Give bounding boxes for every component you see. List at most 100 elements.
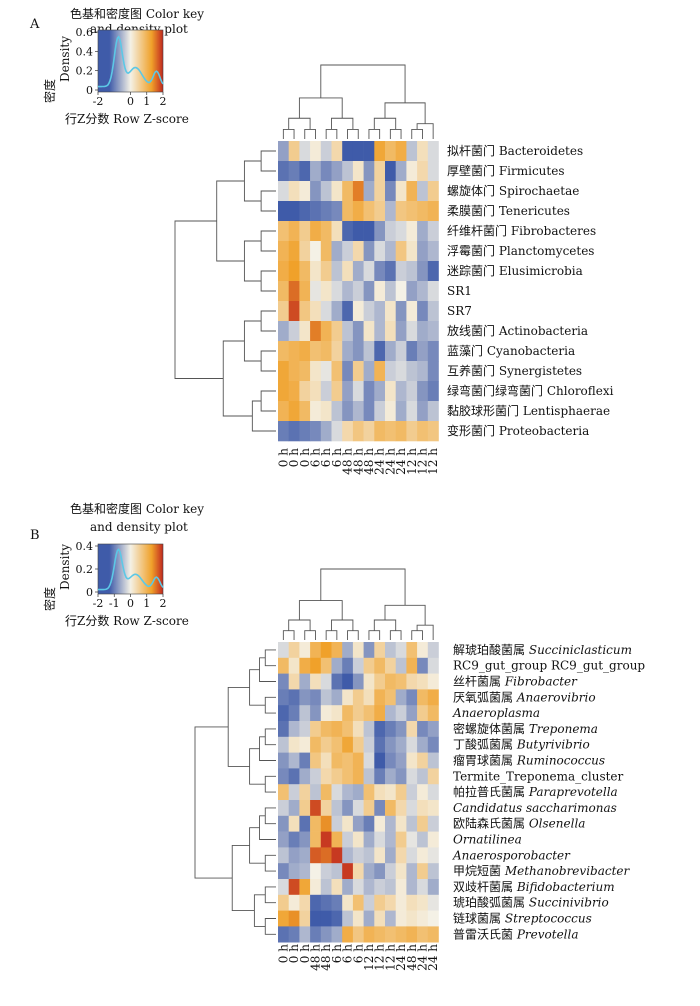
heatmap-cell [320, 181, 332, 202]
heatmap-cell [299, 926, 311, 943]
heatmap-cell [288, 241, 300, 262]
row-label: 丝杆菌属 Fibrobacter [453, 675, 578, 689]
heatmap-cell [417, 201, 429, 222]
row-label: 解琥珀酸菌属 Succiniclasticum [453, 642, 632, 657]
heatmap-cell [417, 784, 429, 801]
heatmap-cell [363, 800, 375, 817]
heatmap-cell [427, 161, 439, 182]
heatmap-cell [352, 401, 364, 422]
row-label-zh: 瘤胃球菌属 [453, 753, 513, 768]
row-label-zh: 柔膜菌门 [447, 203, 495, 218]
heatmap-cell [352, 689, 364, 706]
row-label-en: RC9_gut_group [551, 659, 645, 673]
heatmap-cell [352, 181, 364, 202]
heatmap-cell [427, 847, 439, 864]
heatmap-cell [417, 689, 429, 706]
heatmap-cell [331, 341, 343, 362]
heatmap-cell [288, 141, 300, 162]
heatmap-cell [363, 815, 375, 832]
row-label: 拟杆菌门 Bacteroidetes [447, 143, 583, 158]
color-key-bar [97, 29, 164, 93]
column-label: 48 h [341, 448, 355, 475]
heatmap-cell [320, 910, 332, 927]
row-dendrogram-branch [253, 894, 266, 927]
heatmap-cell [278, 361, 289, 382]
row-label-en: Firmicutes [499, 164, 565, 178]
heatmap-cell [427, 736, 439, 753]
row-dendrogram-branch [264, 649, 276, 667]
heatmap-cell [288, 800, 300, 817]
heatmap-cell [342, 201, 354, 222]
column-dendrogram-branch [384, 102, 426, 124]
heatmap-cell [363, 221, 375, 242]
row-label-en: Chloroflexi [547, 384, 614, 398]
row-label-zh: 厚壁菌门 [447, 163, 495, 178]
heatmap-cell [395, 768, 407, 785]
heatmap-cell [385, 705, 396, 722]
heatmap-cell [320, 784, 332, 801]
heatmap-cell [417, 800, 429, 817]
column-label: 0 h [287, 448, 301, 467]
heatmap-cell [427, 281, 439, 302]
heatmap-cell [288, 815, 300, 832]
heatmap-cell [331, 281, 343, 302]
row-label-en: SR1 [447, 284, 472, 298]
column-label: 12 h [426, 448, 440, 475]
row-dendrogram-branch [264, 728, 276, 746]
heatmap-cell [406, 752, 418, 769]
heatmap-cell [342, 141, 354, 162]
heatmap-cell [406, 879, 418, 896]
heatmap-cell [352, 815, 364, 832]
heatmap-cell [406, 381, 418, 402]
column-dendrogram-branch [298, 600, 343, 621]
heatmap-cell [299, 752, 311, 769]
heatmap-cell [310, 926, 322, 943]
heatmap-cell [342, 261, 354, 282]
heatmap-cell [342, 815, 354, 832]
heatmap-cell [331, 161, 343, 182]
heatmap-cell [288, 201, 300, 222]
heatmap-cell [395, 341, 407, 362]
heatmap-cell [299, 673, 311, 690]
column-dendrogram-branch [304, 630, 316, 640]
heatmap-cell [352, 847, 364, 864]
heatmap-cell [320, 241, 332, 262]
column-dendrogram-branch [389, 128, 402, 139]
row-label-zh: 绿弯菌门绿弯菌门 [447, 383, 543, 398]
heatmap-cell [374, 301, 386, 322]
row-label-en: Streptococcus [505, 912, 592, 926]
heatmap-cell [352, 721, 364, 738]
row-label-en: Proteobacteria [499, 424, 589, 438]
heatmap-cell [352, 201, 364, 222]
heatmap-cell [310, 361, 322, 382]
row-label: 放线菌门 Actinobacteria [447, 323, 588, 338]
heatmap-cell [288, 879, 300, 896]
color-key-bar [97, 543, 164, 595]
heatmap-cell [331, 421, 343, 442]
row-dendrogram-branch [259, 736, 276, 761]
heatmap-cell [374, 261, 386, 282]
row-dendrogram-branch [249, 669, 266, 706]
heatmap-cell [310, 221, 322, 242]
row-dendrogram-branch [222, 340, 253, 417]
heatmap-cell [299, 301, 311, 322]
heatmap-cell [427, 768, 439, 785]
row-label-zh: 密螺旋体菌属 [453, 721, 525, 736]
heatmap-cell [427, 141, 439, 162]
heatmap-cell [331, 381, 343, 402]
heatmap-cell [395, 894, 407, 911]
heatmap-cell [395, 831, 407, 848]
heatmap-cell [352, 281, 364, 302]
heatmap-cell [278, 381, 289, 402]
heatmap-cell [278, 721, 289, 738]
heatmap-cell [342, 910, 354, 927]
row-label-en: Olsenella [529, 817, 586, 831]
heatmap-cell [331, 221, 343, 242]
heatmap-cell [331, 401, 343, 422]
heatmap-cell [427, 201, 439, 222]
heatmap-cell [331, 689, 343, 706]
heatmap-cell [427, 221, 439, 242]
density-curve [98, 35, 164, 88]
heatmap-cell [417, 847, 429, 864]
